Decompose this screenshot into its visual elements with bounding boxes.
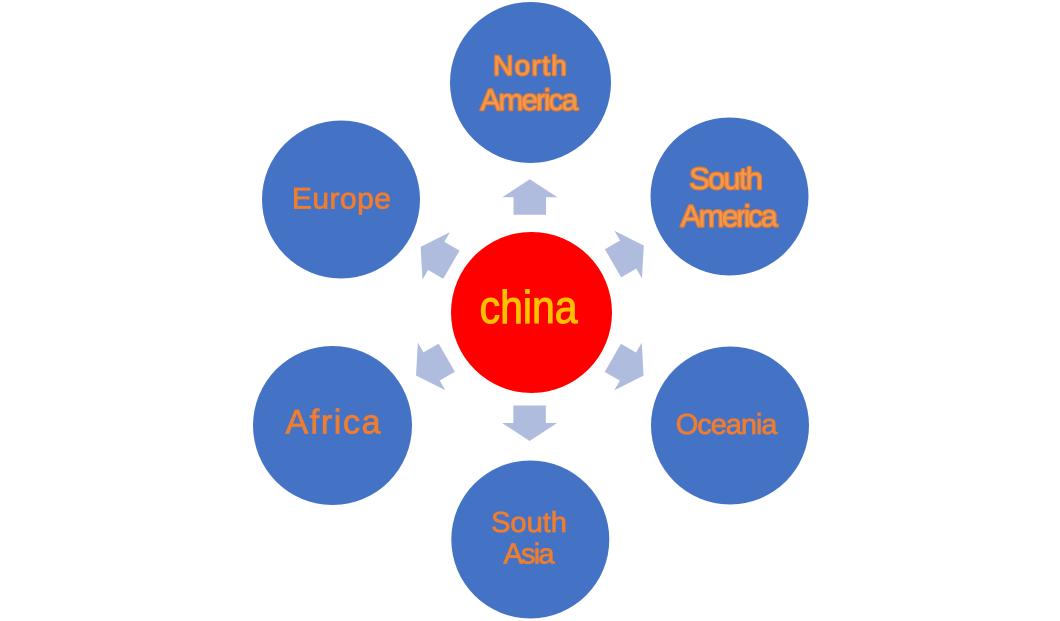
svg-text:South: South: [689, 161, 763, 196]
svg-text:North: North: [493, 50, 567, 81]
svg-text:Asia: Asia: [504, 538, 556, 570]
svg-text:Africa: Africa: [286, 404, 381, 442]
svg-text:South: South: [491, 507, 567, 539]
svg-text:china: china: [480, 281, 578, 333]
svg-text:Oceania: Oceania: [676, 409, 778, 441]
svg-text:America: America: [681, 198, 779, 233]
svg-text:Europe: Europe: [292, 182, 391, 215]
svg-text:America: America: [480, 84, 578, 117]
